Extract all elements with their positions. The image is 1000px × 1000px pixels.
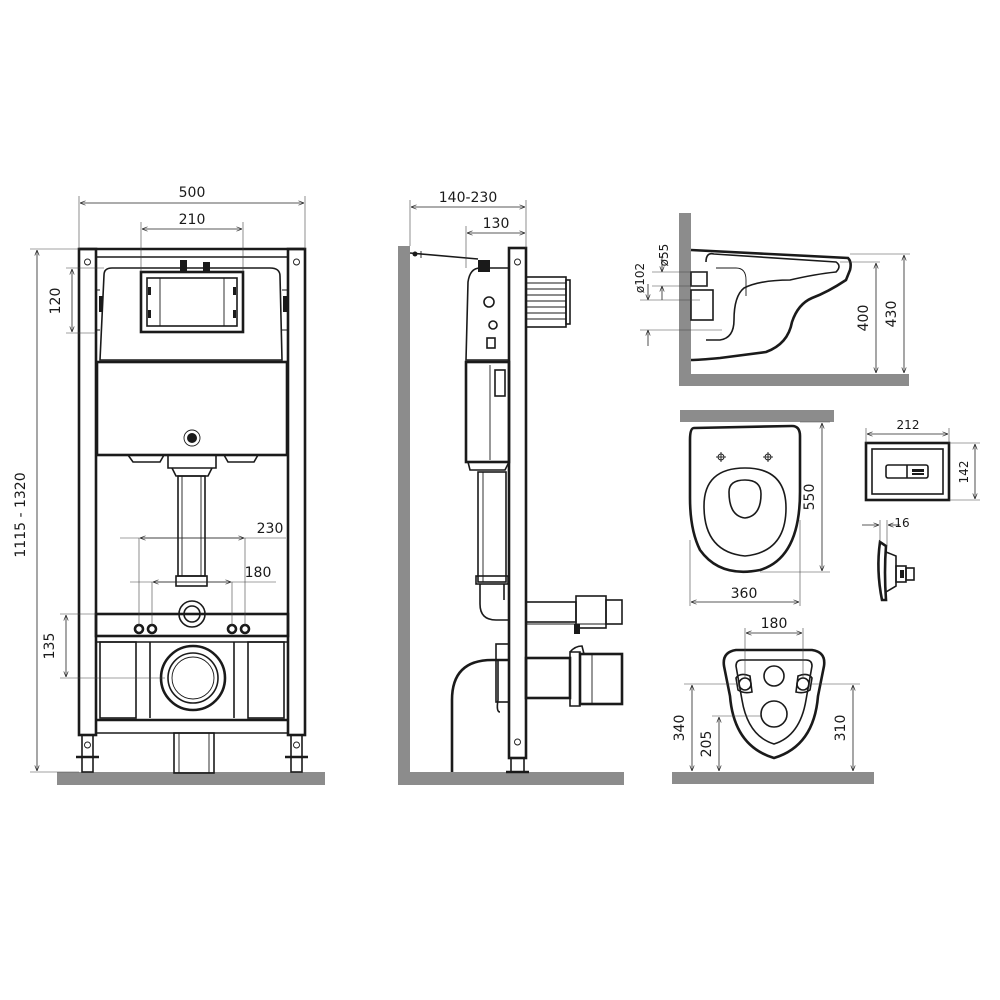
left-post <box>77 247 98 737</box>
wc-side-bowl <box>690 248 852 362</box>
dim-inlet-dia: ø55 <box>657 244 671 267</box>
wc-top-bowl <box>688 424 802 574</box>
top-wall <box>680 410 834 422</box>
dim-studs-outer: 230 <box>257 521 284 537</box>
wc-rear-view: 180 340 205 310 <box>672 616 874 784</box>
dim-depth-module: 130 <box>483 216 510 232</box>
side-wall <box>398 246 410 785</box>
side-button-box <box>525 276 567 328</box>
rear-floor <box>672 772 874 784</box>
front-floor <box>57 772 325 785</box>
dim-bowl-height-inner: 400 <box>856 305 872 332</box>
side-floor <box>398 772 624 785</box>
waste-outlet <box>159 644 227 712</box>
dim-button-span: 210 <box>179 212 206 228</box>
wc-floor <box>679 374 909 386</box>
dim-rear-h3: 310 <box>833 715 849 742</box>
dim-plate-width: 212 <box>897 418 920 432</box>
flush-plate-side <box>877 539 888 602</box>
flush-plate: 212 142 16 <box>862 418 980 602</box>
dim-bowl-length: 550 <box>802 484 818 511</box>
right-post <box>286 247 307 737</box>
side-post <box>507 246 528 760</box>
front-view: 500 210 120 1115 - 1320 230 180 135 <box>13 185 325 785</box>
dim-plate-height: 142 <box>957 461 971 484</box>
dim-flush-offset: 120 <box>48 288 64 315</box>
cistern-body <box>95 360 289 457</box>
dim-bowl-height-outer: 430 <box>884 301 900 328</box>
dim-rear-span: 180 <box>761 616 788 632</box>
waste-bend <box>450 658 509 772</box>
dim-outlet-dia: ø102 <box>633 263 647 293</box>
lower-crossbar <box>94 612 290 638</box>
wc-rear-bowl <box>722 648 826 760</box>
dim-bowl-width: 360 <box>731 586 758 602</box>
dim-frame-width: 500 <box>179 185 206 201</box>
dim-studs-inner: 180 <box>245 565 272 581</box>
dim-rear-h1: 340 <box>672 715 688 742</box>
dim-plate-depth: 16 <box>894 516 909 530</box>
flush-plate-front <box>864 441 951 502</box>
dim-frame-height: 1115 - 1320 <box>13 472 29 557</box>
wc-top-view: 550 360 <box>680 410 834 606</box>
dim-depth-range: 140-230 <box>439 190 498 206</box>
dim-rear-h2: 205 <box>699 731 715 758</box>
wc-side-view: ø55 ø102 400 430 <box>633 213 910 386</box>
side-view: 140-230 130 <box>398 190 624 785</box>
dim-outlet-height: 135 <box>42 633 58 660</box>
flush-window <box>139 270 245 334</box>
wc-wall <box>679 213 691 385</box>
